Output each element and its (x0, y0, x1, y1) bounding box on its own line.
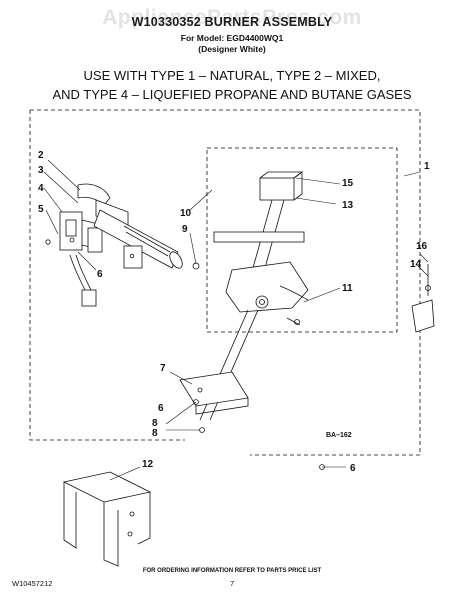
inner-dashed-boundary (206, 147, 398, 333)
document-code: W10457212 (12, 579, 53, 588)
burner-tube (93, 209, 200, 270)
callout-16: 16 (416, 241, 428, 252)
ordering-info: FOR ORDERING INFORMATION REFER TO PARTS … (142, 568, 322, 574)
callout-8b: 8 (152, 428, 158, 439)
gas-type-note-line-2: AND TYPE 4 – LIQUEFIED PROPANE AND BUTAN… (52, 87, 412, 102)
screw-8a (193, 399, 199, 405)
callout-9: 9 (182, 224, 188, 235)
diagram-code: BA–162 (326, 432, 352, 439)
callout-6-bottom: 6 (350, 463, 356, 474)
callout-6: 6 (97, 269, 103, 280)
callout-12: 12 (142, 459, 154, 470)
page-number: 7 (230, 579, 235, 588)
callout-10: 10 (180, 208, 192, 219)
callout-7: 7 (160, 363, 166, 374)
callout-2: 2 (38, 150, 44, 161)
callout-5: 5 (38, 204, 44, 215)
watermark: AppliancePartsPros.com (102, 6, 362, 29)
outer-dashed-boundary (29, 110, 185, 441)
model-line: For Model: EGD4400WQ1 (180, 33, 284, 43)
callout-6-left: 6 (158, 403, 164, 414)
callout-4: 4 (38, 183, 44, 194)
mounting-bracket (179, 371, 249, 415)
gas-type-note-line-1: USE WITH TYPE 1 – NATURAL, TYPE 2 – MIXE… (83, 68, 381, 83)
callout-13: 13 (342, 200, 354, 211)
callout-15: 15 (342, 178, 354, 189)
callout-14: 14 (410, 259, 422, 270)
callout-11: 11 (342, 283, 353, 294)
callout-1: 1 (424, 161, 430, 172)
page-title: W10330352 BURNER ASSEMBLY (131, 15, 333, 29)
support-bracket (62, 471, 152, 567)
model-variant: (Designer White) (198, 44, 266, 54)
callout-8: 8 (152, 418, 158, 429)
callout-3: 3 (38, 165, 44, 176)
gas-valve (213, 171, 309, 326)
igniter-bracket (45, 183, 129, 307)
screw-8b (199, 427, 205, 433)
gas-valve-clip (411, 264, 435, 333)
